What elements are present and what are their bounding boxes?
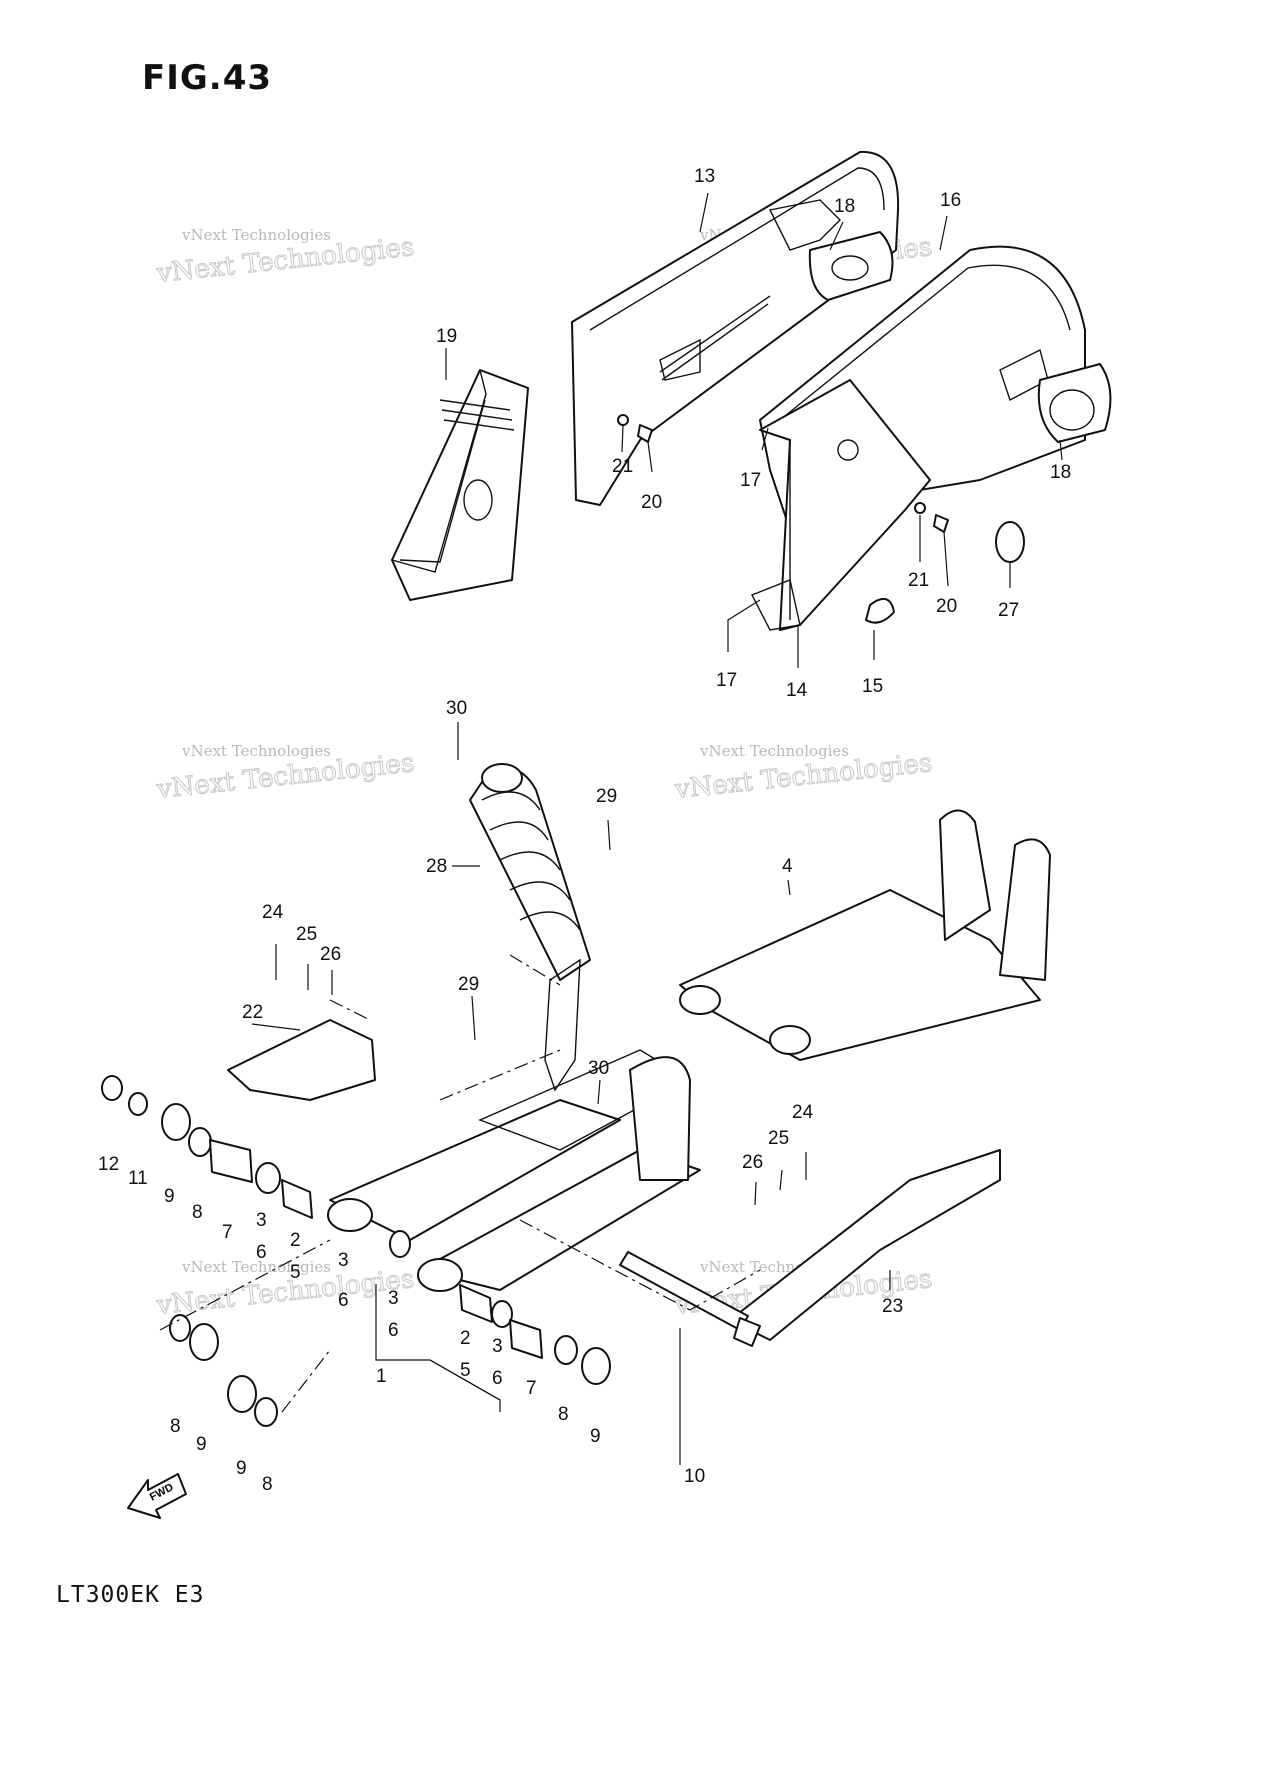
figure-title: FIG.43: [142, 58, 273, 98]
callout-29: 29: [596, 786, 617, 807]
watermark-text: vNext Technologies: [181, 226, 331, 244]
callout-5: 5: [290, 1262, 301, 1283]
callout-14: 14: [786, 680, 808, 701]
callout-19: 19: [436, 326, 457, 347]
bushings-washers: [101, 1075, 611, 1427]
leader-lines: [159, 192, 1063, 1465]
callout-30: 30: [446, 698, 467, 719]
callout-labels: 13 18 16 19 21 20 17 18 21 20 27 17 14 1…: [98, 166, 1071, 1495]
callout-6: 6: [338, 1290, 349, 1311]
part-22-bracket: [227, 1019, 376, 1101]
part-28-shock-absorber: [469, 763, 591, 1092]
part-1-swing-arm-main: [327, 1049, 701, 1292]
callout-6: 6: [256, 1242, 267, 1263]
part-14-bracket: [751, 379, 931, 631]
callout-21: 21: [612, 456, 633, 477]
callout-1: 1: [376, 1366, 387, 1387]
callout-28: 28: [426, 856, 447, 877]
callout-23: 23: [882, 1296, 903, 1317]
watermark-text: vNext Technologies: [699, 742, 849, 760]
callout-27: 27: [998, 600, 1019, 621]
callout-8: 8: [170, 1416, 181, 1437]
callout-26: 26: [742, 1152, 763, 1173]
callout-17: 17: [740, 470, 761, 491]
callout-26: 26: [320, 944, 341, 965]
callout-8: 8: [262, 1474, 273, 1495]
callout-2: 2: [460, 1328, 471, 1349]
part-23-skid-plate: [729, 1149, 1001, 1341]
callout-9: 9: [196, 1434, 207, 1455]
callout-29: 29: [458, 974, 479, 995]
callout-20: 20: [641, 492, 662, 513]
callout-8: 8: [192, 1202, 203, 1223]
callout-9: 9: [164, 1186, 175, 1207]
watermark-text: vNext Technologies: [181, 1258, 331, 1276]
part-10-pivot-bolt: [619, 1251, 761, 1347]
callout-7: 7: [526, 1378, 537, 1399]
callout-16: 16: [940, 190, 961, 211]
callout-3: 3: [388, 1288, 399, 1309]
callout-9: 9: [236, 1458, 247, 1479]
callout-22: 22: [242, 1002, 263, 1023]
callout-17: 17: [716, 670, 737, 691]
callout-7: 7: [222, 1222, 233, 1243]
part-18-grommet-right: [1037, 363, 1112, 443]
callout-12: 12: [98, 1154, 119, 1175]
callout-25: 25: [768, 1128, 789, 1149]
part-13-chain-case-upper: [571, 150, 900, 506]
callout-21: 21: [908, 570, 929, 591]
callout-3: 3: [256, 1210, 267, 1231]
callout-5: 5: [460, 1360, 471, 1381]
watermark-text: vNext Technologies: [181, 742, 331, 760]
callout-24: 24: [262, 902, 284, 923]
callout-13: 13: [694, 166, 715, 187]
callout-25: 25: [296, 924, 317, 945]
callout-11: 11: [128, 1168, 148, 1189]
part-27-cap: [995, 521, 1025, 563]
fwd-arrow-icon: FWD: [127, 1473, 187, 1519]
callout-30: 30: [588, 1058, 609, 1079]
callout-8: 8: [558, 1404, 569, 1425]
part-15-clip: [865, 597, 895, 624]
callout-24: 24: [792, 1102, 814, 1123]
part-19-filter-box: [391, 369, 529, 601]
callout-20: 20: [936, 596, 957, 617]
callout-6: 6: [492, 1368, 503, 1389]
callout-15: 15: [862, 676, 883, 697]
callout-2: 2: [290, 1230, 301, 1251]
callout-10: 10: [684, 1466, 705, 1487]
callout-4: 4: [782, 856, 793, 877]
part-4-swing-arm: [679, 809, 1051, 1061]
callout-3: 3: [492, 1336, 503, 1357]
callout-18: 18: [834, 196, 855, 217]
callout-18: 18: [1050, 462, 1071, 483]
callout-3: 3: [338, 1250, 349, 1271]
callout-6: 6: [388, 1320, 399, 1341]
model-code: LT300EK E3: [56, 1582, 205, 1608]
callout-9: 9: [590, 1426, 601, 1447]
